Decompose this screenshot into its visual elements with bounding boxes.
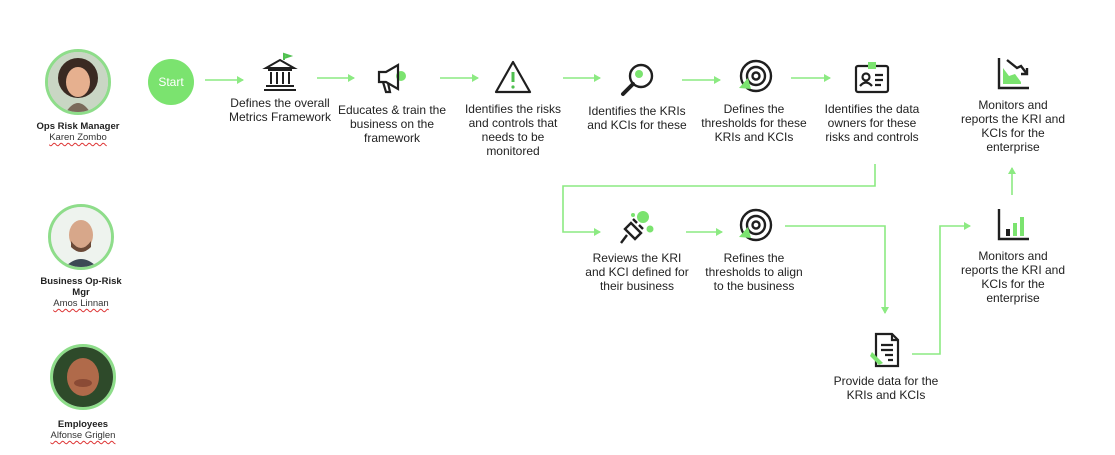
portrait-image [51,207,111,267]
arrow-refine-to-provide [785,225,889,314]
portrait-image [53,347,113,407]
id-card-icon [852,58,892,98]
warning-triangle-icon [493,58,533,98]
step-label: Provide data for the KRIs and KCIs [833,374,939,402]
step-label: Reviews the KRI and KCI defined for thei… [585,251,689,293]
step-refines-thresholds: Refines the thresholds to align to the b… [699,207,809,293]
person-name: Karen Zombo [49,132,107,143]
step-monitors-reports-top: Monitors and reports the KRI and KCIs fo… [958,54,1068,154]
arrow-provide-to-monitor2 [912,222,971,355]
magnifier-icon [617,60,657,100]
person-ops-risk-manager: Ops Risk Manager Karen Zombo [33,49,123,143]
step-label: Identifies the KRIs and KCIs for these [587,104,687,132]
step-label: Identifies the risks and controls that n… [464,102,562,158]
step-defines-framework: Defines the overall Metrics Framework [225,52,335,124]
start-node: Start [148,59,194,105]
step-reviews-kri: Reviews the KRI and KCI defined for thei… [582,207,692,293]
step-monitors-reports-bottom: Monitors and reports the KRI and KCIs fo… [958,205,1068,305]
step-identifies-data-owners: Identifies the data owners for these ris… [817,58,927,144]
step-provide-data: Provide data for the KRIs and KCIs [831,330,941,402]
step-educates-business: Educates & train the business on the fra… [337,59,447,145]
avatar [45,49,111,115]
step-identifies-kris: Identifies the KRIs and KCIs for these [582,60,692,132]
bank-building-icon [260,52,300,92]
plug-icon [617,207,657,247]
avatar [50,344,116,410]
person-role: Ops Risk Manager [36,121,120,132]
person-role: Employees [57,419,109,430]
step-label: Educates & train the business on the fra… [337,103,447,145]
step-label: Identifies the data owners for these ris… [824,102,920,144]
step-defines-thresholds: Defines the thresholds for these KRIs an… [699,58,809,144]
person-role: Business Op-Risk Mgr [40,276,122,298]
person-name: Alfonse Griglen [50,430,116,441]
portrait-image [48,52,108,112]
person-name: Amos Linnan [53,298,109,309]
step-identifies-risks: Identifies the risks and controls that n… [458,58,568,158]
arrow-step6-to-review [562,164,876,236]
megaphone-icon [372,59,412,99]
bar-chart-icon [993,205,1033,245]
avatar [48,204,114,270]
chart-down-icon [993,54,1033,94]
person-employees: Employees Alfonse Griglen [38,344,128,441]
step-label: Refines the thresholds to align to the b… [705,251,803,293]
step-label: Monitors and reports the KRI and KCIs fo… [960,249,1066,305]
step-label: Defines the overall Metrics Framework [228,96,331,124]
target-icon [734,58,774,98]
person-business-op-risk-mgr: Business Op-Risk Mgr Amos Linnan [36,204,126,309]
step-label: Defines the thresholds for these KRIs an… [701,102,807,144]
target-icon [734,207,774,247]
document-edit-icon [866,330,906,370]
step-label: Monitors and reports the KRI and KCIs fo… [960,98,1066,154]
